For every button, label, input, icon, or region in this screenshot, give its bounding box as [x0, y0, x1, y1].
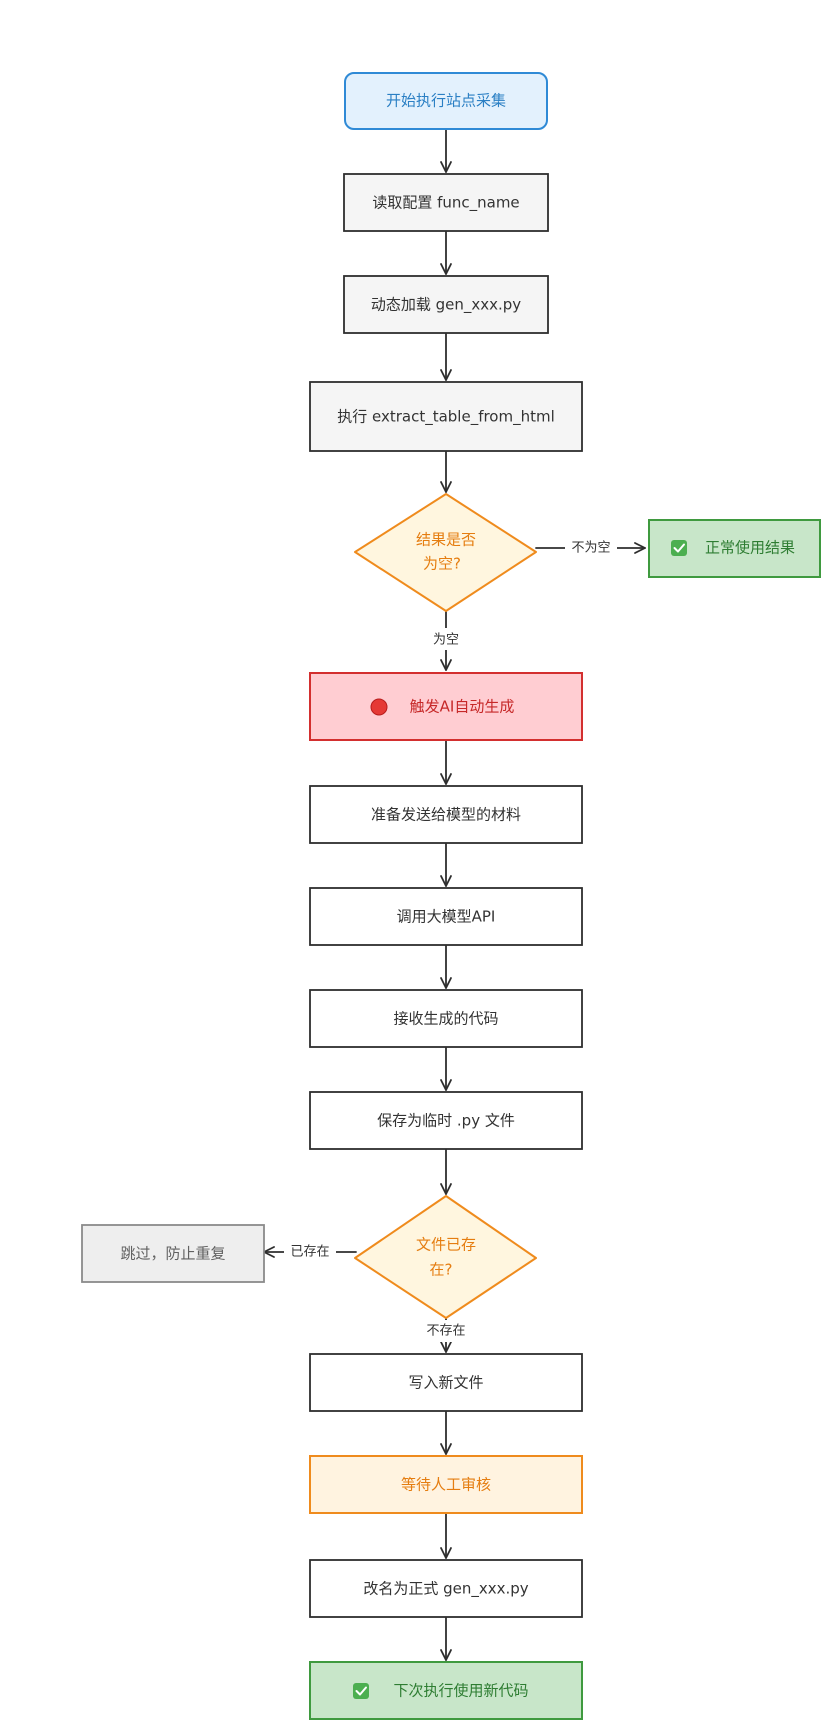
node-trigger-ai: 触发AI自动生成 — [309, 672, 583, 741]
svg-text:保存为临时 .py 文件: 保存为临时 .py 文件 — [377, 1112, 515, 1130]
svg-text:改名为正式 gen_xxx.py: 改名为正式 gen_xxx.py — [363, 1580, 528, 1599]
edge-label-empty: 为空 — [433, 633, 459, 648]
node-prepare: 准备发送给模型的材料 — [309, 785, 583, 844]
svg-text:下次执行使用新代码: 下次执行使用新代码 — [393, 1682, 528, 1700]
svg-text:读取配置 func_name: 读取配置 func_name — [372, 194, 519, 213]
node-decision-file-exists: 文件已存 在? — [354, 1195, 537, 1319]
node-write-new: 写入新文件 — [309, 1353, 583, 1412]
node-execute: 执行 extract_table_from_html — [309, 381, 583, 452]
svg-text:为空?: 为空? — [423, 555, 461, 573]
svg-text:等待人工审核: 等待人工审核 — [401, 1476, 491, 1494]
svg-text:准备发送给模型的材料: 准备发送给模型的材料 — [371, 806, 521, 824]
red-circle-icon — [370, 698, 388, 716]
svg-text:执行 extract_table_from_html: 执行 extract_table_from_html — [337, 408, 555, 427]
node-dynamic-load: 动态加载 gen_xxx.py — [343, 275, 549, 334]
svg-text:正常使用结果: 正常使用结果 — [705, 539, 795, 557]
check-box-icon — [671, 540, 687, 556]
svg-text:结果是否: 结果是否 — [416, 531, 476, 549]
svg-text:动态加载 gen_xxx.py: 动态加载 gen_xxx.py — [371, 296, 521, 315]
svg-text:接收生成的代码: 接收生成的代码 — [393, 1010, 498, 1028]
edge-label-not-empty: 不为空 — [571, 541, 610, 556]
node-skip: 跳过，防止重复 — [81, 1224, 265, 1283]
check-box-icon — [353, 1683, 369, 1699]
node-decision-is-empty: 结果是否 为空? — [354, 493, 537, 612]
node-save-temp: 保存为临时 .py 文件 — [309, 1091, 583, 1150]
svg-text:文件已存: 文件已存 — [416, 1236, 476, 1254]
svg-text:调用大模型API: 调用大模型API — [397, 908, 496, 926]
edge-label-not-exists: 不存在 — [426, 1324, 465, 1339]
svg-text:写入新文件: 写入新文件 — [408, 1374, 483, 1392]
node-call-api: 调用大模型API — [309, 887, 583, 946]
svg-text:跳过，防止重复: 跳过，防止重复 — [120, 1245, 225, 1263]
svg-text:在?: 在? — [430, 1261, 453, 1279]
node-start: 开始执行站点采集 — [344, 72, 548, 130]
node-rename: 改名为正式 gen_xxx.py — [309, 1559, 583, 1618]
svg-text:触发AI自动生成: 触发AI自动生成 — [410, 698, 515, 716]
node-use-result: 正常使用结果 — [648, 519, 821, 578]
node-next-run: 下次执行使用新代码 — [309, 1661, 583, 1720]
svg-text:开始执行站点采集: 开始执行站点采集 — [386, 92, 506, 110]
node-read-config: 读取配置 func_name — [343, 173, 549, 232]
edge-label-exists: 已存在 — [290, 1245, 329, 1260]
node-receive-code: 接收生成的代码 — [309, 989, 583, 1048]
node-wait-review: 等待人工审核 — [309, 1455, 583, 1514]
